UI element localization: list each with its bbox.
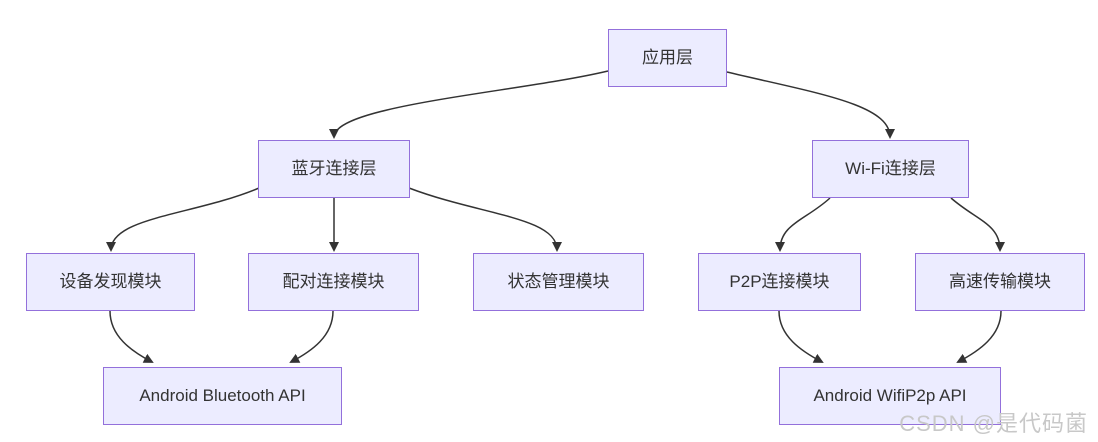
node-app-layer-label: 应用层 bbox=[642, 47, 693, 67]
node-pairing: 配对连接模块 bbox=[248, 253, 419, 311]
edge-wifi-to-p2p bbox=[775, 197, 831, 252]
csdn-watermark: CSDN @是代码菌 bbox=[899, 411, 1088, 436]
node-bluetooth-layer: 蓝牙连接层 bbox=[258, 140, 410, 198]
edge-app-to-wifi-layer bbox=[726, 71, 895, 139]
node-p2p: P2P连接模块 bbox=[698, 253, 861, 311]
node-high-speed-label: 高速传输模块 bbox=[949, 271, 1051, 291]
edge-app-to-bluetooth-layer bbox=[329, 70, 609, 139]
node-bt-api: Android Bluetooth API bbox=[103, 367, 342, 425]
edge-bluetooth-to-state-mgmt bbox=[408, 187, 562, 252]
node-wifi-layer: Wi-Fi连接层 bbox=[812, 140, 969, 198]
node-wifi-layer-label: Wi-Fi连接层 bbox=[845, 158, 936, 178]
node-app-layer: 应用层 bbox=[608, 29, 727, 87]
node-wifi-api: Android WifiP2p API bbox=[779, 367, 1001, 425]
edge-bluetooth-to-device-discovery bbox=[106, 187, 260, 252]
edge-device-discovery-to-bt-api bbox=[109, 310, 154, 363]
edge-pairing-to-bt-api bbox=[289, 310, 334, 363]
node-wifi-api-label: Android WifiP2p API bbox=[813, 385, 967, 405]
node-bluetooth-layer-label: 蓝牙连接层 bbox=[291, 158, 377, 178]
edge-p2p-to-wifi-api bbox=[778, 310, 824, 363]
edge-wifi-to-high-speed bbox=[950, 197, 1005, 252]
node-device-discovery-label: 设备发现模块 bbox=[59, 271, 162, 291]
node-high-speed: 高速传输模块 bbox=[915, 253, 1085, 311]
edge-high-speed-to-wifi-api bbox=[956, 310, 1002, 363]
node-device-discovery: 设备发现模块 bbox=[26, 253, 195, 311]
node-pairing-label: 配对连接模块 bbox=[282, 271, 385, 291]
node-bt-api-label: Android Bluetooth API bbox=[139, 385, 306, 405]
node-p2p-label: P2P连接模块 bbox=[729, 271, 830, 291]
node-state-mgmt-label: 状态管理模块 bbox=[507, 271, 610, 291]
node-state-mgmt: 状态管理模块 bbox=[473, 253, 644, 311]
